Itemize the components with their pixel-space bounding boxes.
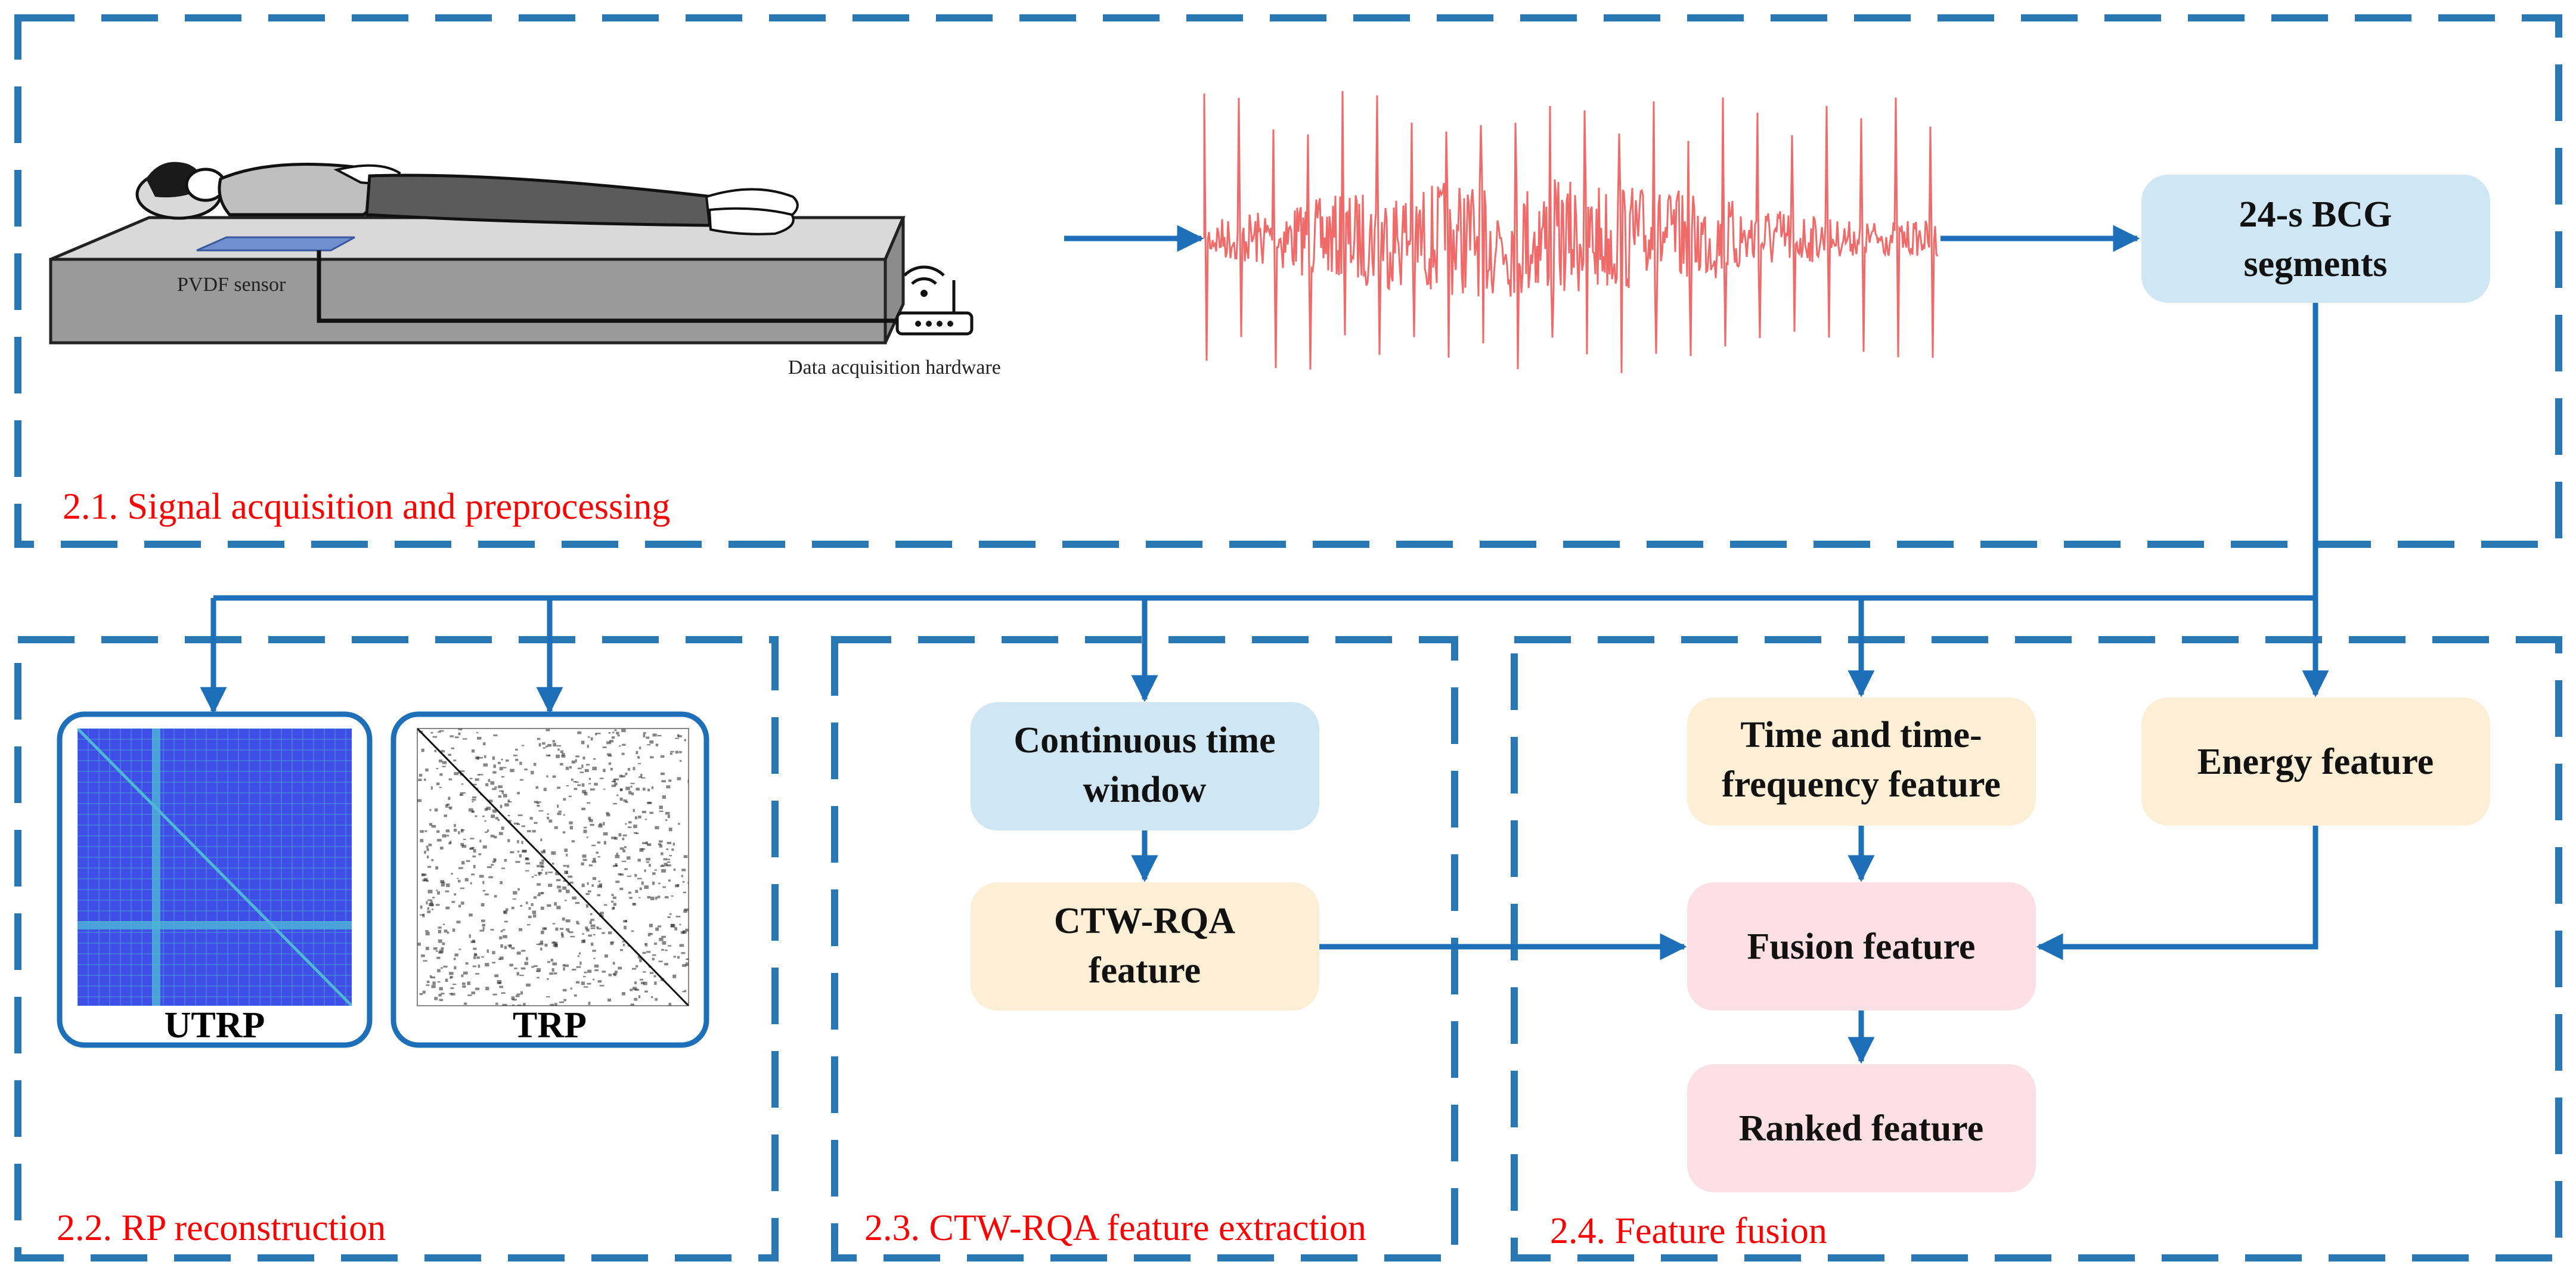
lying-person-icon bbox=[135, 162, 799, 235]
time-frequency-feature-box: Time and time- frequency feature bbox=[1687, 698, 2036, 826]
section-label-ctw: 2.3. CTW-RQA feature extraction bbox=[864, 1208, 1366, 1248]
trp-plot: TRP bbox=[390, 711, 709, 1048]
fusion-feature-box: Fusion feature bbox=[1687, 882, 2036, 1010]
trp-texture bbox=[417, 729, 689, 1006]
energy-feature-box: Energy feature bbox=[2141, 698, 2490, 826]
fusion-box-label: Fusion feature bbox=[1747, 926, 1976, 967]
connectors bbox=[200, 225, 2329, 1064]
ctwrqa-box-line-1: CTW-RQA bbox=[1054, 901, 1235, 941]
utrp-plot: UTRP bbox=[57, 711, 373, 1048]
bcg-segments-box: 24-s BCG segments bbox=[2141, 175, 2490, 303]
bcg-box-line-2: segments bbox=[2243, 244, 2387, 284]
section-label-rp: 2.2. RP reconstruction bbox=[57, 1208, 386, 1248]
sensor-cable bbox=[317, 250, 897, 323]
bed-illustration: PVDF sensor Data acquisition hardware bbox=[49, 162, 1001, 379]
hardware-label: Data acquisition hardware bbox=[788, 357, 1001, 379]
section-label-signal: 2.1. Signal acquisition and preprocessin… bbox=[63, 486, 670, 527]
mattress-front bbox=[49, 258, 887, 345]
router-wifi-icon bbox=[895, 265, 974, 336]
ranked-feature-box: Ranked feature bbox=[1687, 1064, 2036, 1192]
energy-box-label: Energy feature bbox=[2197, 742, 2434, 782]
section-label-fusion: 2.4. Feature fusion bbox=[1550, 1211, 1827, 1251]
arrow-energy-to-fusion bbox=[2036, 826, 2318, 960]
ctwrqa-box-line-2: feature bbox=[1089, 950, 1201, 991]
pvdf-sensor-pad bbox=[196, 236, 355, 252]
sensor-label: PVDF sensor bbox=[177, 274, 286, 296]
timefreq-box-line-2: frequency feature bbox=[1722, 764, 2001, 805]
utrp-texture bbox=[78, 729, 352, 1006]
continuous-time-window-box: Continuous time window bbox=[971, 702, 1319, 830]
trp-label: TRP bbox=[513, 1005, 587, 1046]
ranked-box-label: Ranked feature bbox=[1739, 1108, 1983, 1149]
utrp-label: UTRP bbox=[165, 1005, 265, 1046]
bcg-signal-trace bbox=[1203, 91, 1939, 373]
bcg-trunk-line bbox=[213, 303, 2318, 601]
frame-rp-reconstruction bbox=[14, 636, 779, 1261]
ctw-rqa-feature-box: CTW-RQA feature bbox=[971, 882, 1319, 1010]
frame-signal-acquisition bbox=[14, 14, 2562, 548]
bcg-waveform bbox=[1203, 91, 1939, 373]
timefreq-box-line-1: Time and time- bbox=[1740, 715, 1982, 755]
bcg-box-line-1: 24-s BCG bbox=[2239, 194, 2392, 235]
ctw-box-line-1: Continuous time bbox=[1013, 720, 1275, 761]
ctw-box-line-2: window bbox=[1083, 770, 1207, 810]
